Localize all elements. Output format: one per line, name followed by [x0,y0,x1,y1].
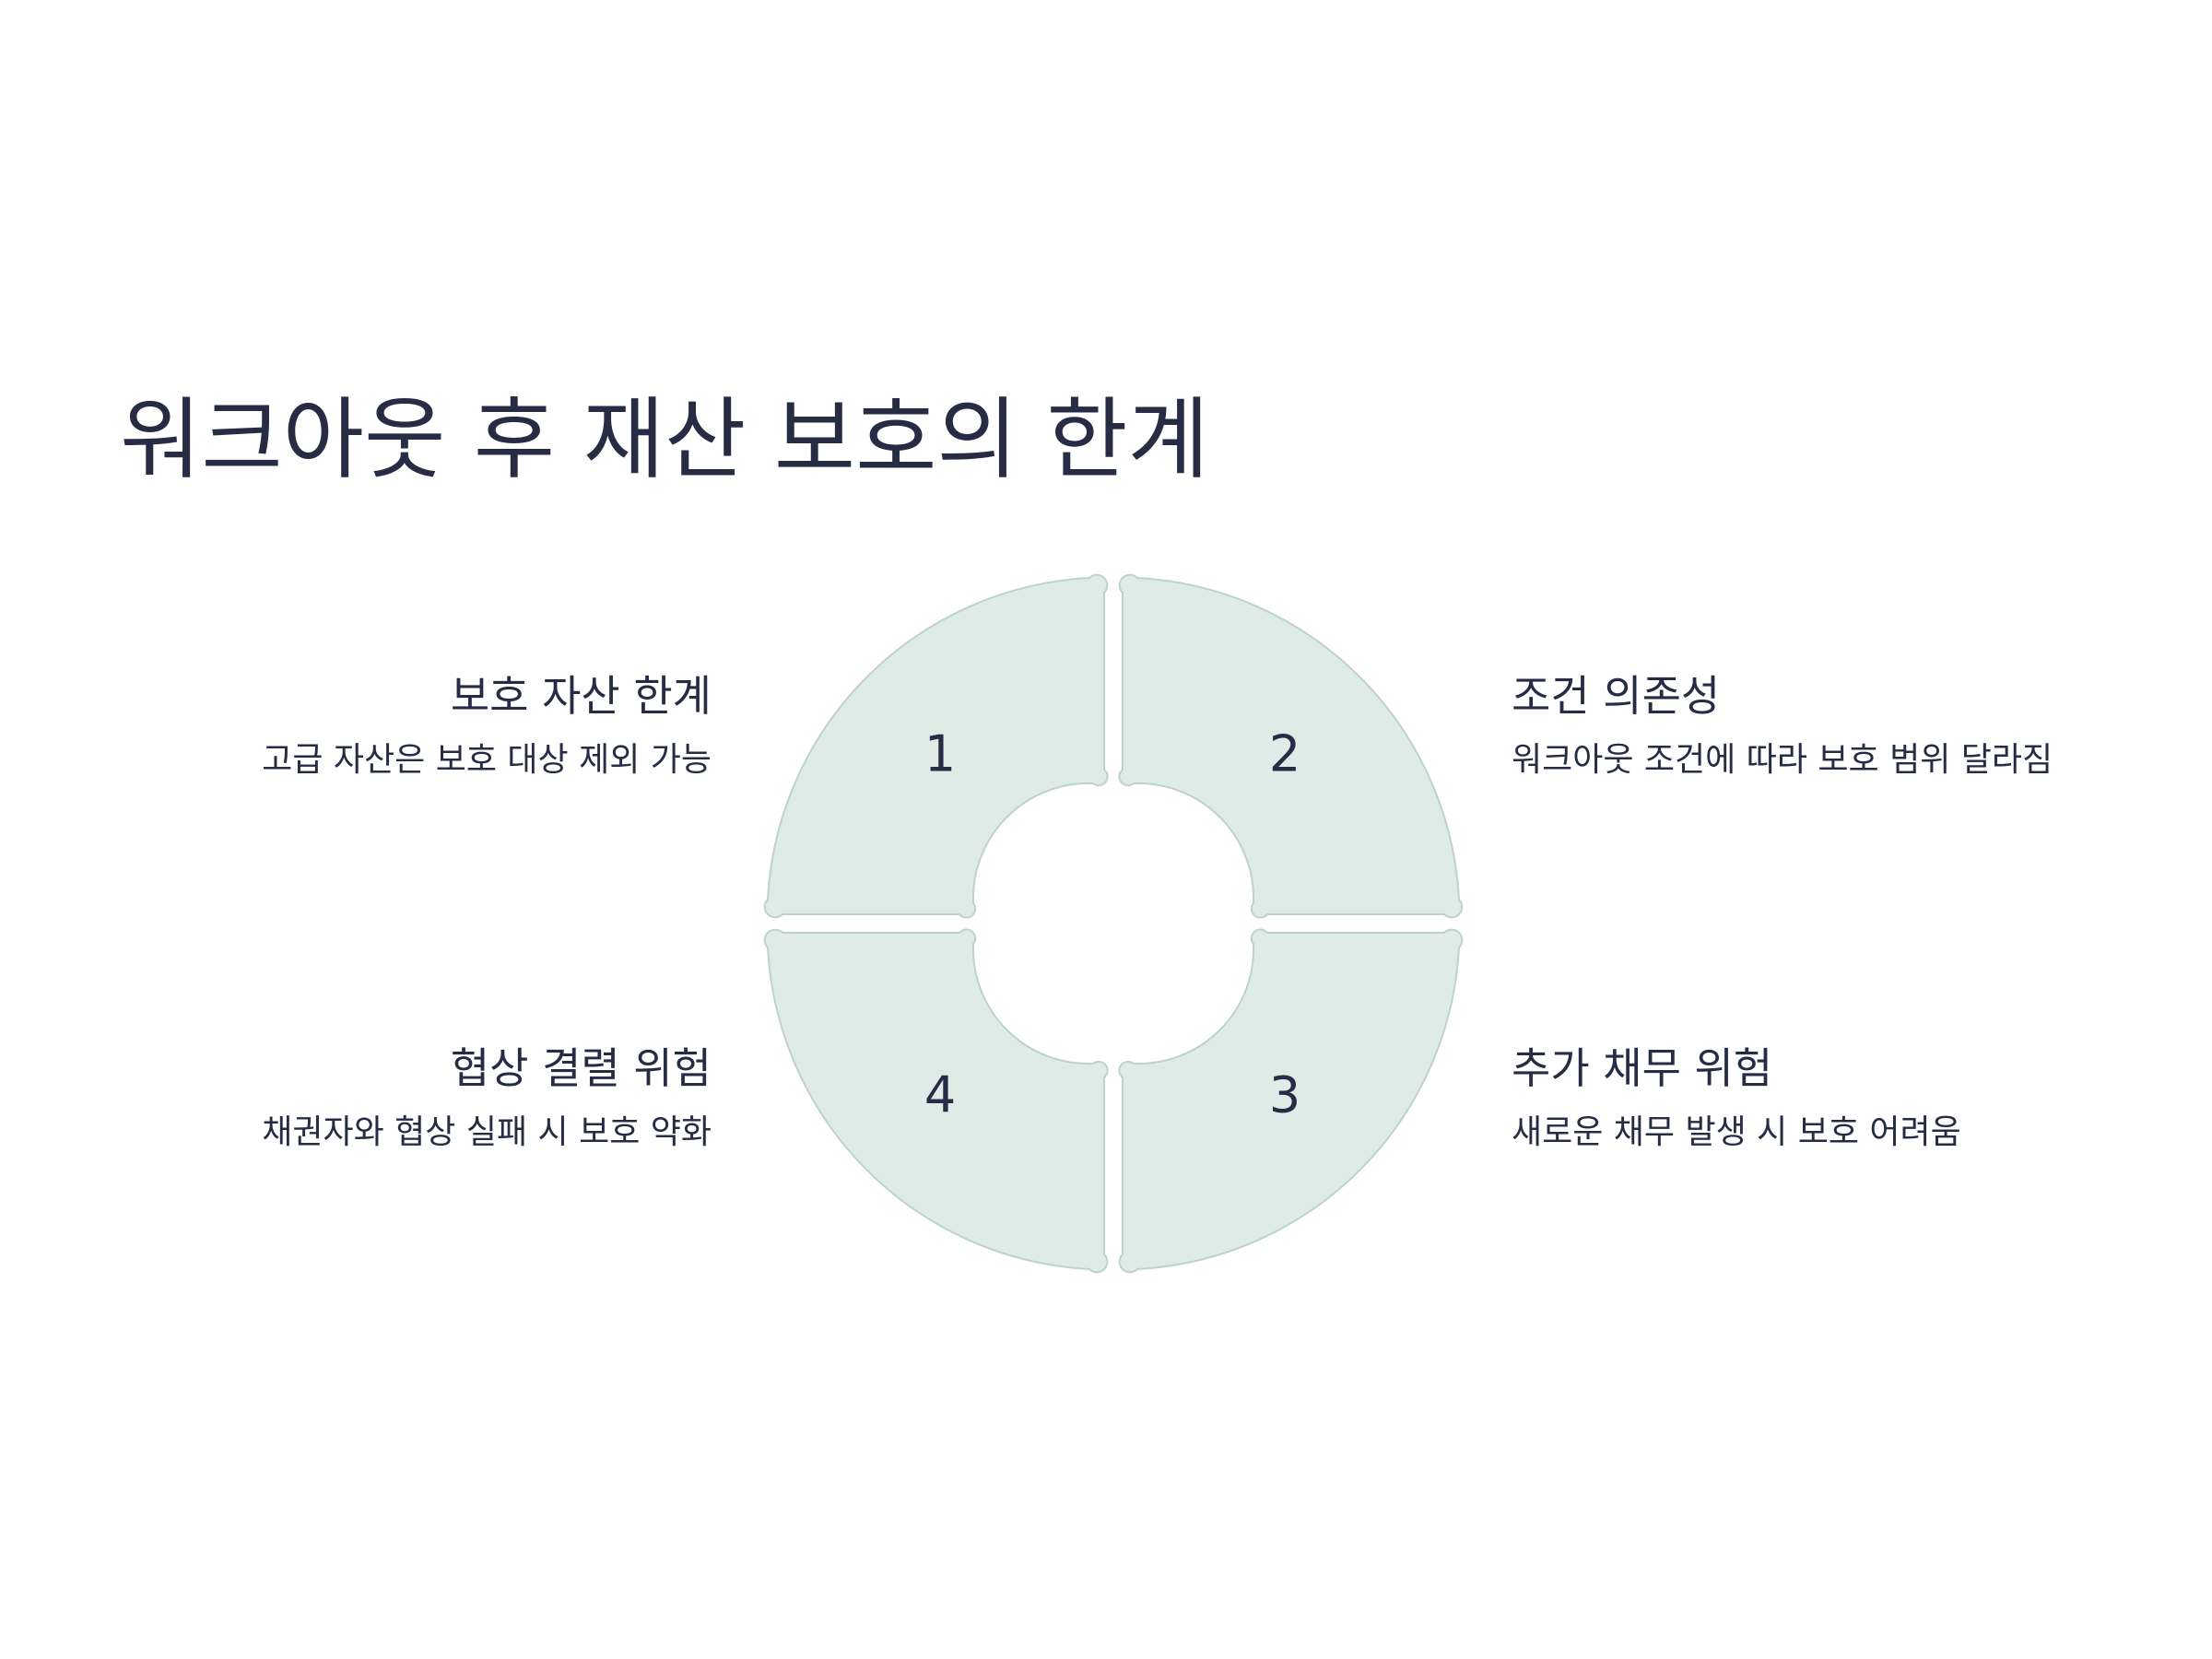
segment-number-1: 1 [924,725,956,783]
item-1-title: 보호 자산 한계 [450,671,712,721]
item-3: 추가 채무 위험 새로운 채무 발생 시 보호 어려움 [1512,1043,1961,1152]
segment-2: 2 [1118,573,1464,919]
item-3-title: 추가 채무 위험 [1512,1043,1773,1093]
segment-number-4: 4 [924,1066,956,1124]
item-2: 조건 의존성 워크아웃 조건에 따라 보호 범위 달라짐 [1512,671,2053,780]
item-4-description: 채권자와 협상 실패 시 보호 약화 [262,1113,712,1152]
page-title: 워크아웃 후 재산 보호의 한계 [120,388,1209,491]
segment-number-2: 2 [1269,725,1300,783]
segment-number-3: 3 [1269,1066,1300,1124]
item-1: 보호 자산 한계 고급 자산은 보호 대상 제외 가능 [262,671,712,780]
item-1-description: 고급 자산은 보호 대상 제외 가능 [262,741,712,780]
item-3-description: 새로운 채무 발생 시 보호 어려움 [1512,1113,1961,1152]
item-4-title: 협상 결렬 위험 [450,1043,712,1093]
item-4: 협상 결렬 위험 채권자와 협상 실패 시 보호 약화 [262,1043,712,1152]
segment-4: 4 [763,928,1109,1274]
item-2-title: 조건 의존성 [1512,671,1721,721]
item-2-description: 워크아웃 조건에 따라 보호 범위 달라짐 [1512,741,2053,780]
segment-3: 3 [1118,928,1464,1274]
segment-1: 1 [763,573,1109,919]
